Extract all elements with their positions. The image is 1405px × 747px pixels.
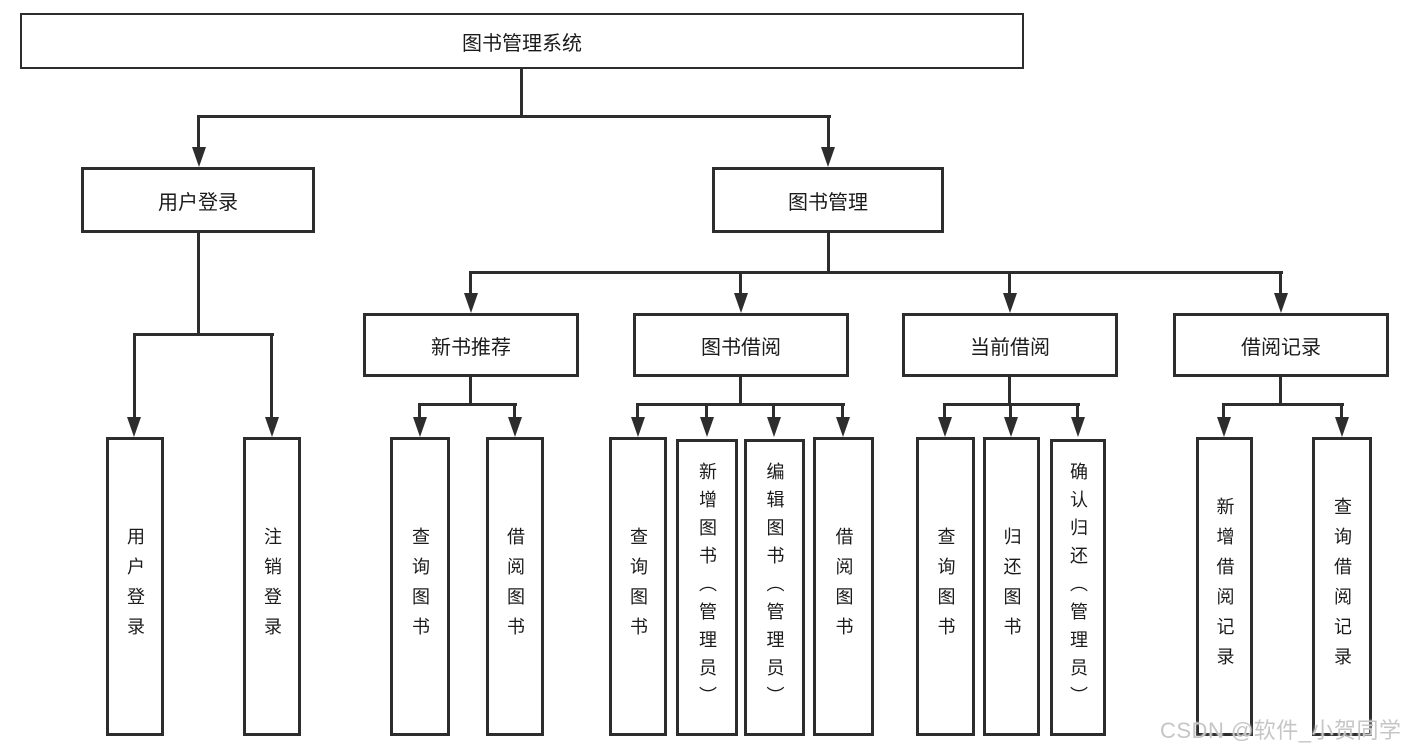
connector-drop-cb-confirm bbox=[1076, 403, 1079, 420]
node-book-borrow-label: 图书借阅 bbox=[701, 336, 781, 359]
arrow-current-borrow bbox=[1003, 293, 1017, 313]
arrow-nb-query bbox=[413, 417, 427, 437]
connector-user-login-branch bbox=[133, 333, 274, 336]
leaf-cb-query: 查询图书 bbox=[916, 437, 975, 736]
connector-new-book-branch bbox=[418, 403, 517, 406]
connector-drop-logout bbox=[270, 333, 273, 419]
node-root-label: 图书管理系统 bbox=[462, 32, 582, 55]
leaf-cb-confirm-label: 确认归还（管理员） bbox=[1068, 461, 1088, 714]
leaf-bb-borrow-label: 借阅图书 bbox=[833, 526, 854, 647]
node-borrow-record: 借阅记录 bbox=[1173, 313, 1389, 377]
connector-drop-bb-edit bbox=[772, 403, 775, 420]
arrow-login bbox=[127, 417, 141, 437]
connector-book-mgmt-stem bbox=[827, 233, 830, 274]
connector-drop-book-borrow bbox=[739, 271, 742, 296]
arrow-br-query bbox=[1335, 417, 1349, 437]
arrow-bb-query bbox=[631, 417, 645, 437]
leaf-bb-add-label: 新增图书（管理员） bbox=[697, 461, 717, 714]
leaf-br-add: 新增借阅记录 bbox=[1196, 437, 1253, 736]
leaf-nb-borrow: 借阅图书 bbox=[486, 437, 544, 736]
leaf-bb-edit-label: 编辑图书（管理员） bbox=[764, 461, 785, 714]
connector-drop-nb-query bbox=[418, 403, 421, 420]
leaf-bb-borrow: 借阅图书 bbox=[813, 437, 874, 736]
leaf-nb-borrow-label: 借阅图书 bbox=[505, 526, 525, 647]
node-book-borrow: 图书借阅 bbox=[633, 313, 849, 377]
arrow-cb-return bbox=[1004, 417, 1018, 437]
arrow-logout bbox=[265, 417, 279, 437]
connector-level2-branch bbox=[197, 115, 831, 118]
connector-new-book-stem bbox=[469, 377, 472, 406]
arrow-borrow-record bbox=[1274, 293, 1288, 313]
connector-current-borrow-stem bbox=[1008, 377, 1011, 406]
node-book-mgmt-label: 图书管理 bbox=[788, 191, 868, 214]
connector-user-login-stem bbox=[197, 233, 200, 336]
leaf-cb-query-label: 查询图书 bbox=[935, 526, 956, 647]
arrow-bb-borrow bbox=[836, 417, 850, 437]
arrow-user-login bbox=[192, 147, 206, 167]
arrow-nb-borrow bbox=[508, 417, 522, 437]
connector-drop-cb-query bbox=[943, 403, 946, 420]
leaf-login-label: 用户登录 bbox=[125, 526, 145, 647]
leaf-bb-query-label: 查询图书 bbox=[628, 526, 648, 647]
node-current-borrow-label: 当前借阅 bbox=[970, 336, 1050, 359]
leaf-cb-return-label: 归还图书 bbox=[1001, 526, 1022, 647]
node-borrow-record-label: 借阅记录 bbox=[1241, 336, 1321, 359]
connector-drop-cb-return bbox=[1009, 403, 1012, 420]
leaf-logout: 注销登录 bbox=[243, 437, 301, 736]
leaf-nb-query: 查询图书 bbox=[390, 437, 450, 736]
leaf-bb-edit: 编辑图书（管理员） bbox=[744, 439, 805, 736]
connector-book-borrow-stem bbox=[739, 377, 742, 406]
connector-drop-br-query bbox=[1340, 403, 1343, 420]
arrow-br-add bbox=[1217, 417, 1231, 437]
csdn-watermark: CSDN @软件_小贺同学 bbox=[1160, 718, 1402, 743]
leaf-br-query-label: 查询借阅记录 bbox=[1332, 496, 1352, 677]
leaf-nb-query-label: 查询图书 bbox=[410, 526, 430, 647]
leaf-cb-confirm: 确认归还（管理员） bbox=[1050, 439, 1106, 736]
node-user-login: 用户登录 bbox=[81, 167, 315, 233]
connector-drop-book-mgmt bbox=[827, 115, 830, 149]
connector-drop-bb-query bbox=[636, 403, 639, 420]
leaf-br-add-label: 新增借阅记录 bbox=[1214, 496, 1235, 677]
connector-drop-borrow-record bbox=[1279, 271, 1282, 296]
connector-drop-user-login bbox=[197, 115, 200, 149]
leaf-login: 用户登录 bbox=[106, 437, 164, 736]
arrow-cb-confirm bbox=[1071, 417, 1085, 437]
connector-drop-new-book bbox=[469, 271, 472, 296]
connector-drop-bb-borrow bbox=[841, 403, 844, 420]
leaf-logout-label: 注销登录 bbox=[262, 526, 282, 647]
node-root: 图书管理系统 bbox=[20, 13, 1024, 69]
connector-drop-nb-borrow bbox=[513, 403, 516, 420]
connector-drop-current-borrow bbox=[1008, 271, 1011, 296]
connector-drop-br-add bbox=[1222, 403, 1225, 420]
connector-drop-bb-add bbox=[705, 403, 708, 420]
node-new-book-label: 新书推荐 bbox=[431, 336, 511, 359]
arrow-bb-add bbox=[700, 417, 714, 437]
leaf-cb-return: 归还图书 bbox=[983, 437, 1040, 736]
node-new-book: 新书推荐 bbox=[363, 313, 579, 377]
leaf-bb-query: 查询图书 bbox=[609, 437, 667, 736]
node-current-borrow: 当前借阅 bbox=[902, 313, 1118, 377]
arrow-cb-query bbox=[938, 417, 952, 437]
arrow-book-mgmt bbox=[821, 147, 835, 167]
connector-borrow-record-branch bbox=[1222, 403, 1344, 406]
leaf-br-query: 查询借阅记录 bbox=[1312, 437, 1372, 736]
connector-drop-login bbox=[133, 333, 136, 419]
arrow-bb-edit bbox=[767, 417, 781, 437]
connector-book-borrow-branch bbox=[636, 403, 845, 406]
node-book-mgmt: 图书管理 bbox=[712, 167, 944, 233]
node-user-login-label: 用户登录 bbox=[158, 191, 238, 214]
leaf-bb-add: 新增图书（管理员） bbox=[676, 439, 738, 736]
connector-level3-branch bbox=[469, 271, 1283, 274]
connector-root-stem bbox=[520, 68, 523, 118]
arrow-new-book bbox=[464, 293, 478, 313]
connector-borrow-record-stem bbox=[1279, 377, 1282, 406]
arrow-book-borrow bbox=[734, 293, 748, 313]
